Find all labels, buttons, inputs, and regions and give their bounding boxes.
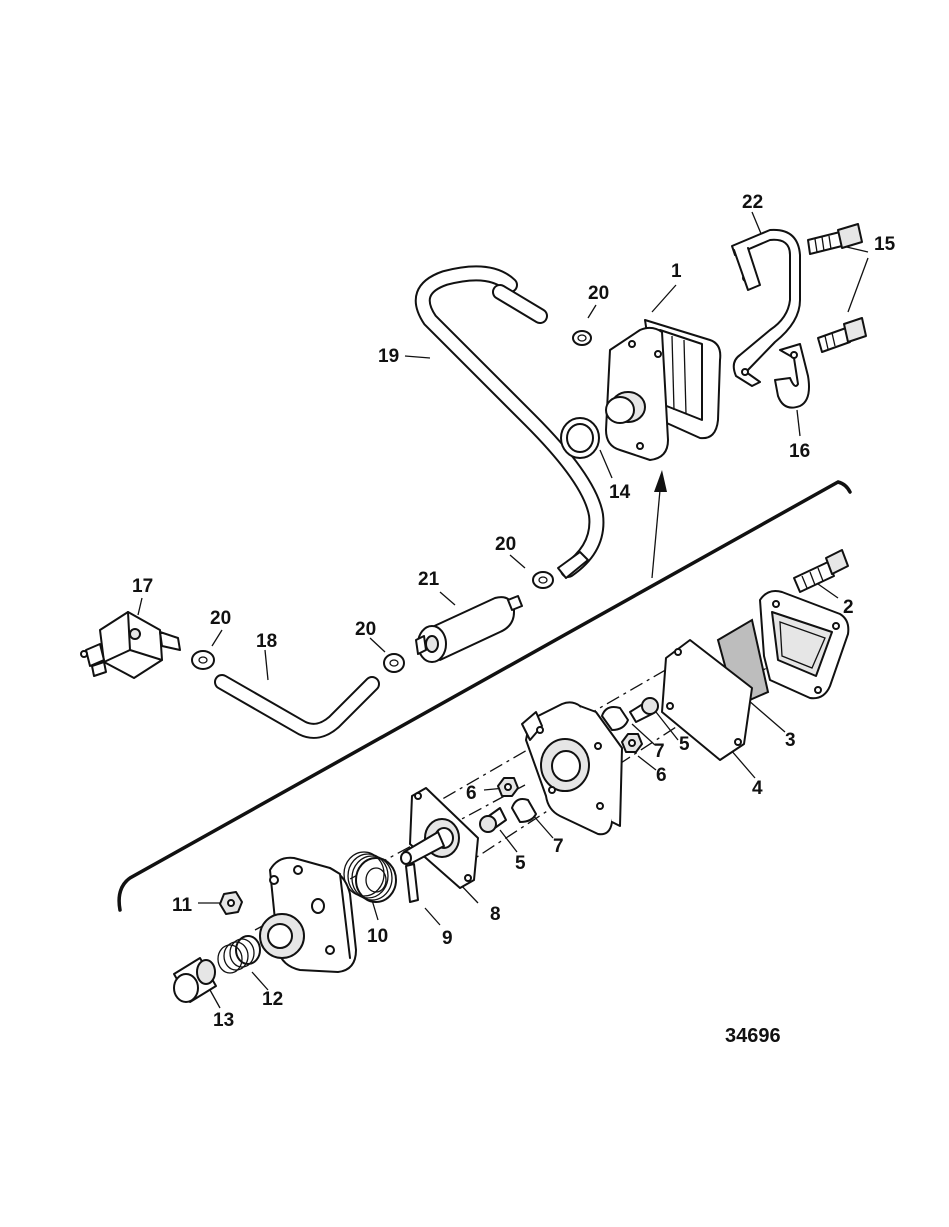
callout-10: 10 [367,926,388,947]
callout-20-b: 20 [495,534,516,555]
callout-9: 9 [442,928,453,949]
callout-3: 3 [785,730,796,751]
plunger-13 [173,957,217,1003]
callout-22: 22 [742,192,763,213]
callout-7-lower: 7 [553,836,564,857]
callout-6-upper: 6 [656,765,667,786]
callout-2: 2 [843,597,854,618]
hose-clamp-20 [191,330,592,673]
callout-17: 17 [132,576,153,597]
callout-20-d: 20 [355,619,376,640]
callout-5-lower: 5 [515,853,526,874]
bracket-22 [731,228,801,387]
bolt-2 [793,549,849,593]
callout-6-lower: 6 [466,783,477,804]
callout-15: 15 [874,234,896,255]
fuel-pump-body [605,319,722,461]
callout-12: 12 [262,989,283,1010]
engine-block-outline [117,480,852,912]
callout-11: 11 [172,895,193,916]
nut-11 [219,891,243,915]
pump-housing [521,701,623,836]
fuel-hose-19 [414,265,605,578]
screw-5-upper [629,697,659,723]
nut-6-upper [621,733,643,753]
clamp-16 [774,343,810,409]
bolt-15-upper [807,223,863,255]
fuel-hose-18 [214,674,380,739]
callout-19: 19 [378,346,399,367]
o-ring-14 [560,417,600,459]
pump-base [259,856,357,973]
fuel-fitting-17 [80,611,181,679]
callout-8: 8 [490,904,501,925]
pump-cover-3 [759,590,850,700]
callout-4: 4 [752,778,763,799]
nut-6-lower [497,777,519,797]
pin-9 [405,863,419,903]
callout-labels: 1 2 3 4 5 5 6 6 7 7 8 9 10 11 12 13 14 1… [132,192,896,1031]
callout-20-a: 20 [588,283,609,304]
assembly-arrow [651,470,667,579]
callout-14: 14 [609,482,631,503]
gasket-4 [661,639,753,761]
callout-5-upper: 5 [679,734,690,755]
valve-7-upper [601,706,629,731]
spring-12 [217,935,261,974]
callout-18: 18 [256,631,277,652]
diaphragm-8 [400,787,479,889]
callout-20-c: 20 [210,608,231,629]
hose-end-20 [557,551,589,579]
fuel-hose-short [492,284,548,324]
callout-1: 1 [671,261,682,282]
screw-5-lower [479,807,507,833]
leader-lines [137,211,869,1009]
figure-number: 34696 [725,1025,781,1047]
callout-7-upper: 7 [654,741,665,762]
valve-7-lower [511,798,537,823]
spring-10 [343,851,397,903]
callout-13: 13 [213,1010,234,1031]
inline-fuel-filter-21 [415,595,523,663]
callout-21: 21 [418,569,440,590]
callout-16: 16 [789,441,810,462]
bolt-15-lower [817,317,867,353]
